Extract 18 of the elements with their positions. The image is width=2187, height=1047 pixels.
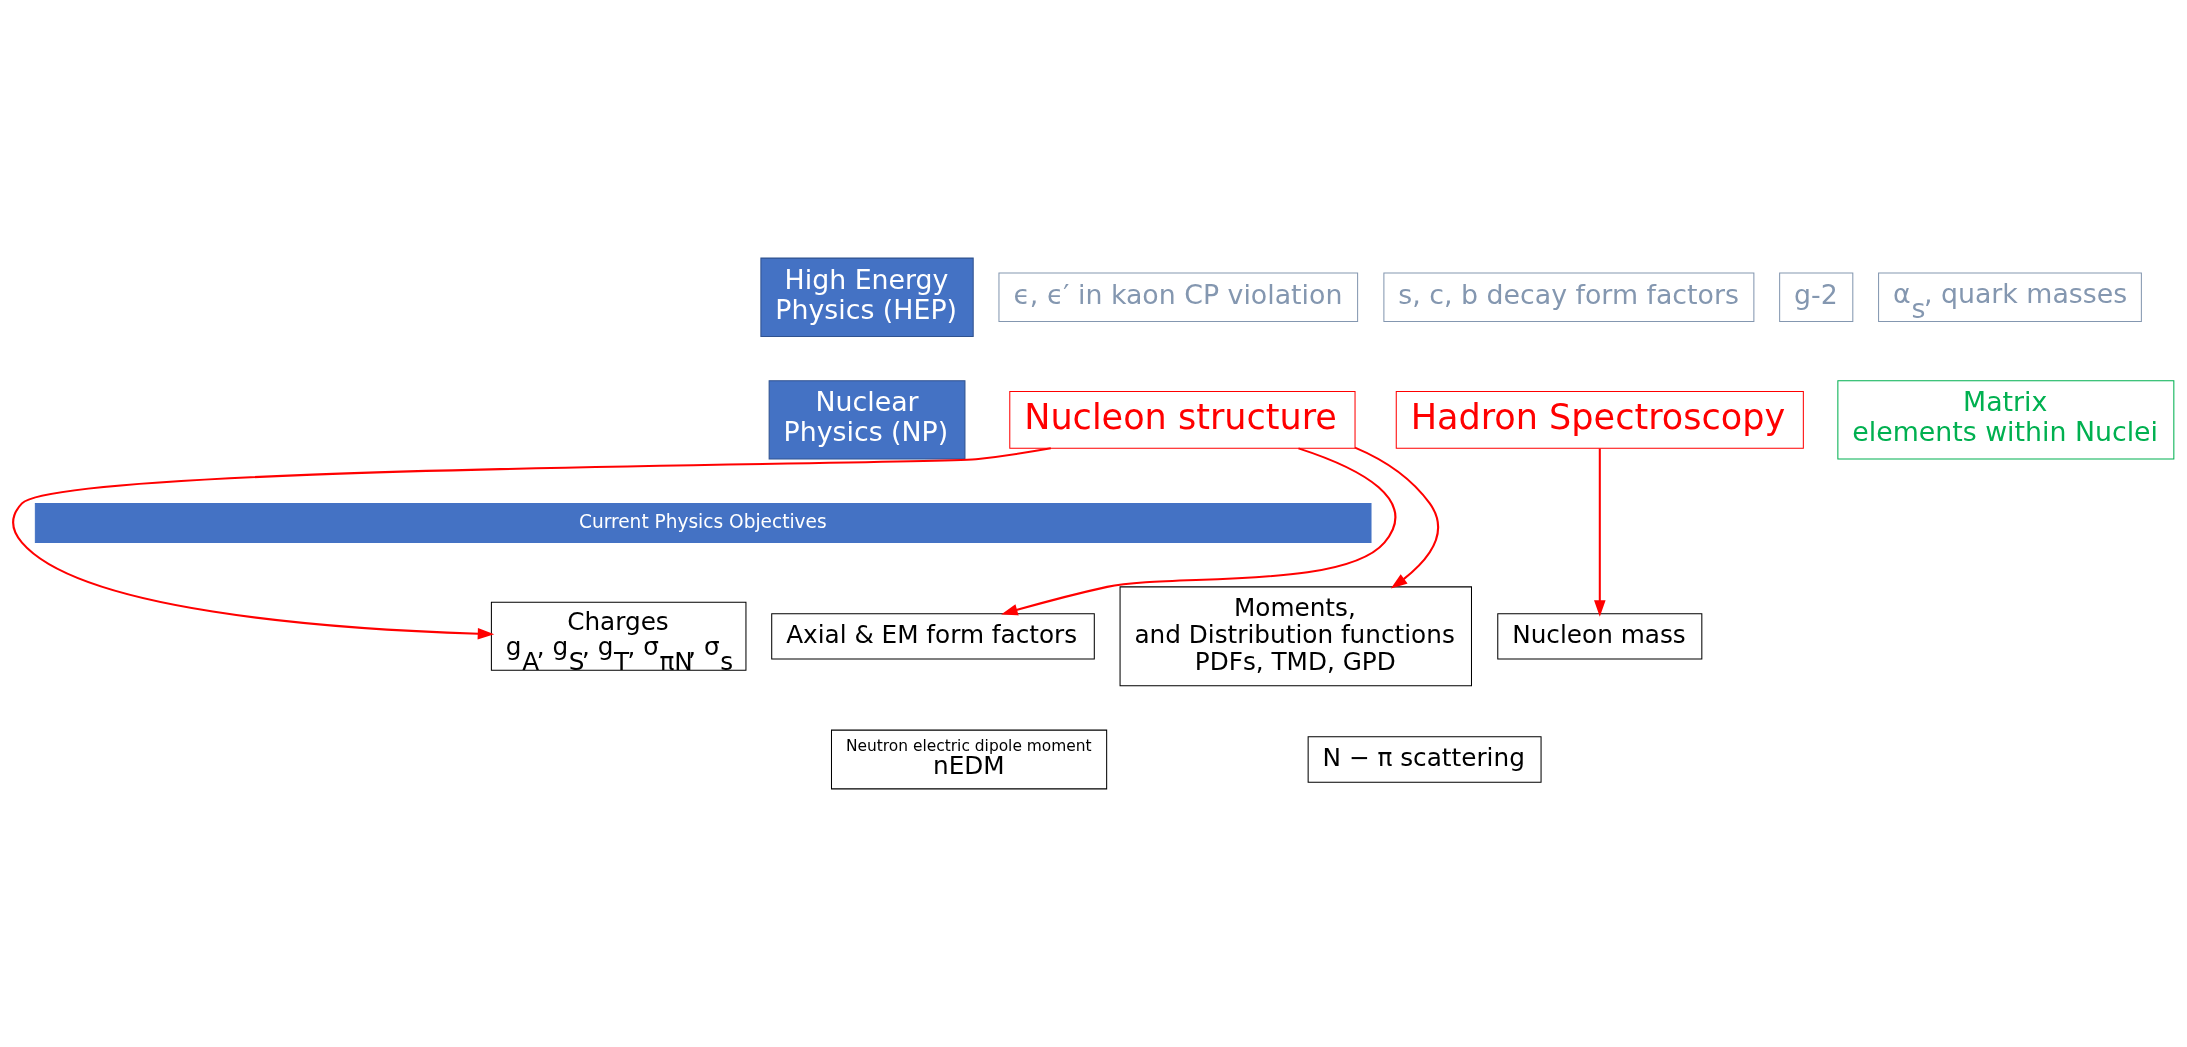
node-box: Nucleon mass [1497,613,1703,660]
node-box: Hadron Spectroscopy [1395,391,1804,449]
arrow [1354,446,1439,589]
node-box: Current Physics Objectives [34,502,1372,544]
node-box: ϵ, ϵ′ in kaon CP violation [998,272,1359,322]
node-box: g-2 [1779,272,1854,322]
node-box: s, c, b decay form factors [1383,272,1755,322]
node-box: High Energy Physics (HEP) [760,257,974,337]
node-box: Nucleon structure [1009,391,1356,449]
arrow [1001,447,1397,616]
node-box: Axial & EM form factors [771,613,1095,660]
node-box: Neutron electric dipole moment nEDM [830,729,1108,790]
arrow [1594,448,1606,617]
node-box: N − π scattering [1307,736,1542,783]
arrow [13,447,1051,640]
node-box: Nuclear Physics (NP) [768,380,966,460]
node-box: Matrix elements within Nuclei [1837,380,2175,460]
node-box: Moments, and Distribution functions PDFs, TMD, GPD [1119,586,1472,687]
